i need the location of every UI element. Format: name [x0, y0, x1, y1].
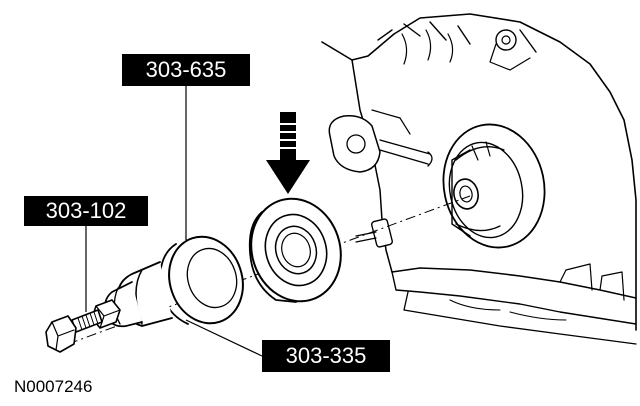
callout-303-335: 303-335: [262, 340, 390, 372]
callout-303-102-label: 303-102: [46, 198, 127, 223]
callout-303-335-label: 303-335: [286, 343, 367, 368]
front-seal: [248, 197, 342, 303]
down-arrow-icon: [266, 112, 310, 194]
callout-303-635: 303-635: [122, 54, 250, 86]
installer-tool: [91, 235, 244, 329]
bolt-head-top: [489, 29, 531, 71]
crank-stud: [355, 218, 393, 248]
leader-303-335: [185, 319, 263, 357]
crankshaft-hub: [442, 123, 546, 249]
figure-id: N0007246: [14, 377, 92, 396]
forcing-screw: [45, 309, 103, 353]
callout-303-635-label: 303-635: [146, 57, 227, 82]
bracket-with-pin: [328, 114, 433, 173]
callout-303-102: 303-102: [24, 196, 148, 226]
bolt-head-icon: [45, 315, 77, 353]
engine-block: [321, 13, 637, 345]
